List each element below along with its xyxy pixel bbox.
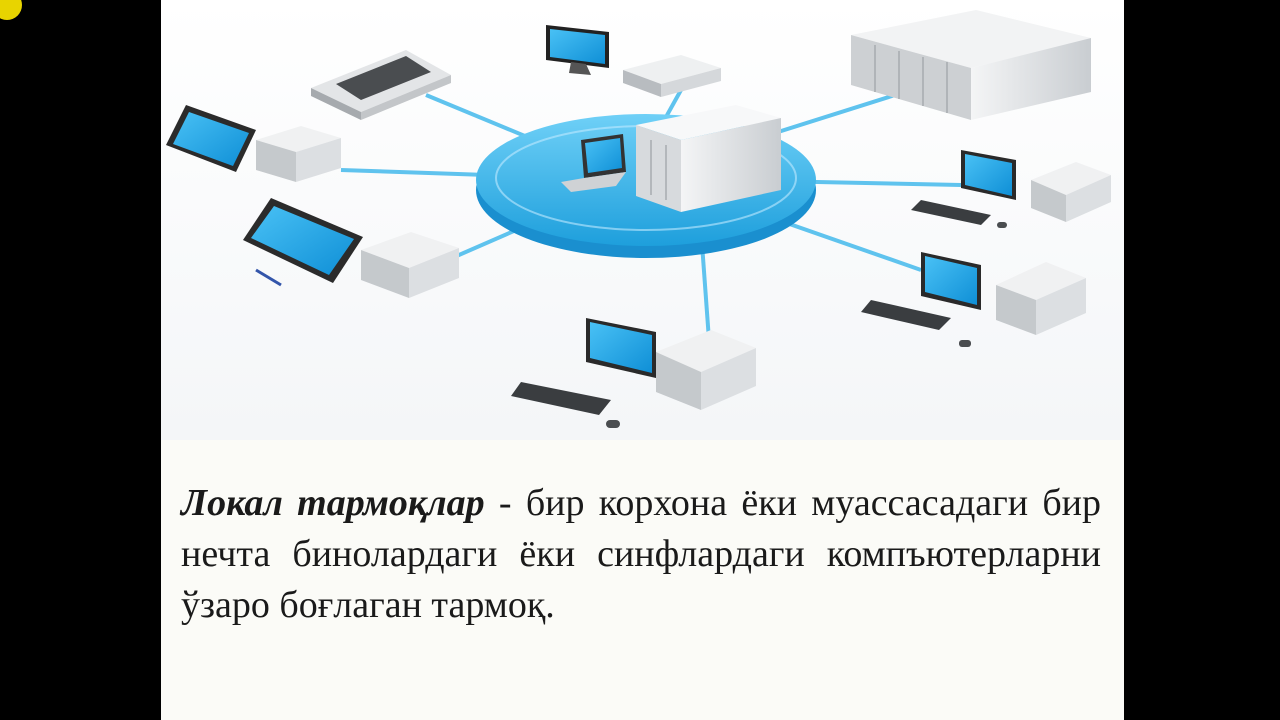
dvr-device-icon [623, 55, 721, 97]
laptop-icon [561, 134, 626, 192]
term-local-networks: Локал тармоқлар [181, 482, 485, 524]
keyboard-icon [511, 382, 611, 415]
cursor-highlight-dot [0, 0, 22, 20]
desktop-computer-icon [861, 252, 1086, 347]
network-illustration [161, 0, 1124, 440]
desktop-computer-icon [361, 232, 459, 298]
desktop-computer-icon [256, 126, 341, 182]
desktop-computer-icon [911, 150, 1111, 228]
definition-text: Локал тармоқлар - бир корхона ёки муасса… [181, 478, 1101, 631]
server-rack-icon [851, 10, 1091, 120]
slide: Локал тармоқлар - бир корхона ёки муасса… [161, 0, 1124, 720]
mouse-icon [606, 420, 620, 428]
tablet-icon [243, 198, 363, 287]
monitor-icon [546, 25, 609, 75]
tablet-icon [166, 105, 256, 172]
definition-body: бир корхона ёки муассасадаги бир нечта б… [181, 482, 1102, 626]
dash: - [498, 482, 512, 524]
scanner-icon [311, 50, 451, 120]
network-diagram-image [166, 10, 1111, 428]
server-icon [636, 105, 781, 212]
desktop-computer-icon [511, 318, 756, 428]
